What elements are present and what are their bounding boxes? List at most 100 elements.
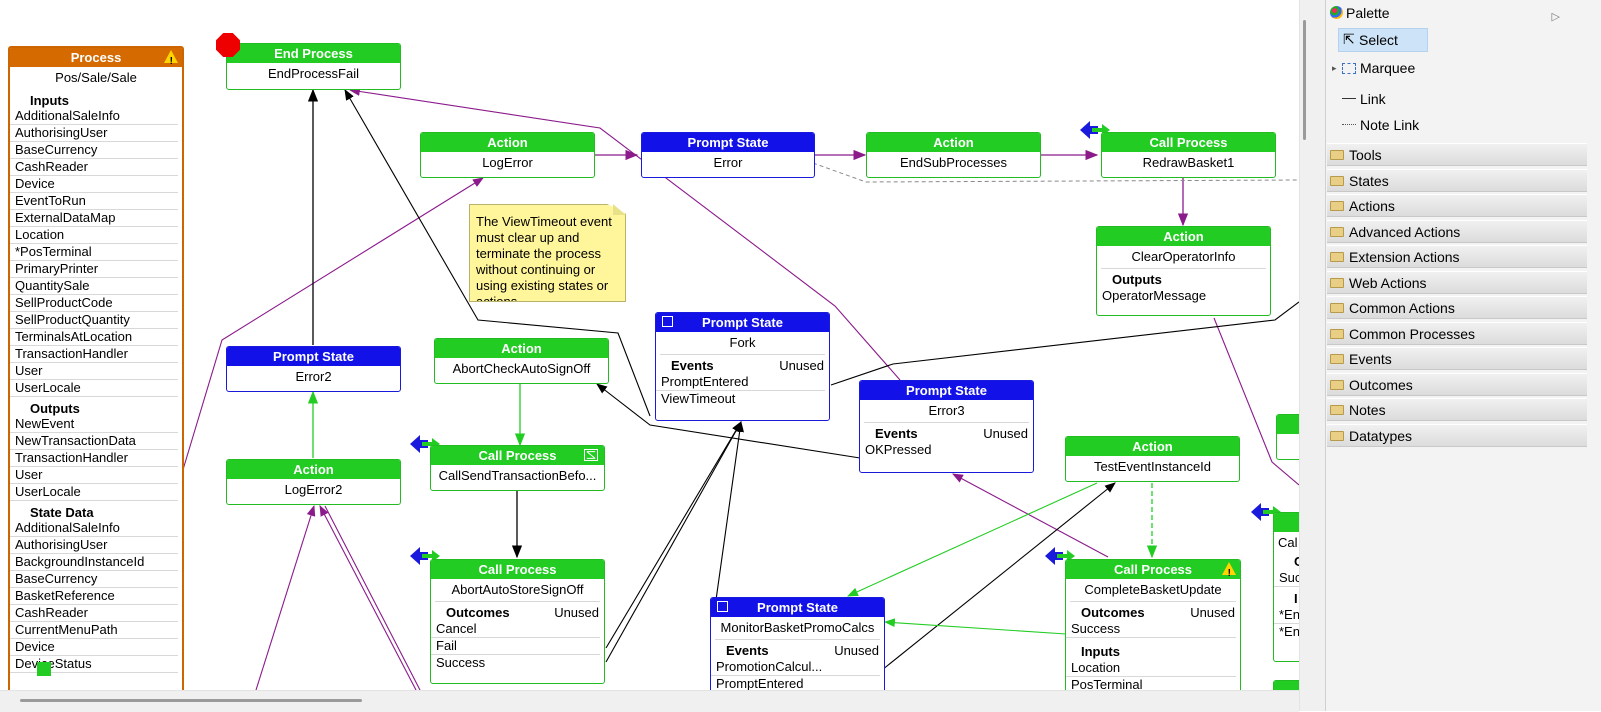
action-node-testeventinstanceid[interactable]: Action TestEventInstanceId (1065, 436, 1240, 482)
process-field-item[interactable]: EventToRun (10, 193, 178, 210)
call-process-node-completebasketupdate[interactable]: Call Process ! CompleteBasketUpdate Outc… (1065, 559, 1241, 690)
process-node[interactable]: Process ! Pos/Sale/Sale Inputs Additiona… (8, 46, 184, 690)
process-field-item[interactable]: CashReader (10, 159, 178, 176)
process-field-item[interactable]: Device (10, 639, 178, 656)
process-field-item[interactable]: UserLocale (10, 484, 178, 501)
palette-drawer[interactable]: Events (1327, 347, 1587, 370)
tool-marquee[interactable]: ▸ Marquee (1332, 57, 1472, 79)
process-field-item[interactable]: UserLocale (10, 380, 178, 397)
call-process-node-callsendtransaction[interactable]: Call Process CallSendTransactionBefo... (430, 445, 605, 491)
event-item[interactable]: PromotionCalcul... (711, 659, 880, 676)
partial-node-bottom[interactable] (1273, 680, 1299, 690)
vertical-scrollbar[interactable] (1299, 0, 1326, 711)
diagram-canvas[interactable]: Process ! Pos/Sale/Sale Inputs Additiona… (0, 0, 1299, 690)
outcome-item[interactable]: Cancel (431, 621, 600, 638)
process-field-item[interactable]: CashReader (10, 605, 178, 622)
palette-drawer[interactable]: Advanced Actions (1327, 219, 1587, 243)
action-node-clearoperatorinfo[interactable]: Action ClearOperatorInfo Outputs Operato… (1096, 226, 1271, 316)
palette-header[interactable]: Palette ▷ (1326, 0, 1601, 26)
process-field-item[interactable]: TerminalsAtLocation (10, 329, 178, 346)
tool-link[interactable]: Link (1340, 88, 1480, 110)
action-node-logerror[interactable]: Action LogError (420, 132, 595, 178)
palette-drawer[interactable]: Tools (1327, 143, 1587, 166)
partial-node-section: I (1294, 591, 1298, 606)
process-field-item[interactable]: AdditionalSaleInfo (10, 520, 178, 537)
process-field-item[interactable]: Location (10, 227, 178, 244)
palette-drawer[interactable]: Actions (1327, 194, 1587, 217)
call-process-node-redrawbasket1[interactable]: Call Process RedrawBasket1 (1101, 132, 1276, 178)
action-node-abortcheckautosignoff[interactable]: Action AbortCheckAutoSignOff (434, 338, 609, 384)
process-field-item[interactable]: AuthorisingUser (10, 125, 178, 142)
prompt-state-node-monitorbasket[interactable]: Prompt State MonitorBasketPromoCalcs Eve… (710, 597, 885, 690)
process-field-item[interactable]: CurrentMenuPath (10, 622, 178, 639)
action-header: Action (1066, 437, 1239, 456)
process-field-item[interactable]: User (10, 467, 178, 484)
output-item[interactable]: OperatorMessage (1102, 288, 1207, 303)
palette-drawer[interactable]: Extension Actions (1327, 245, 1587, 268)
outcome-item[interactable]: Success (436, 655, 486, 670)
palette-collapse-arrow-icon[interactable]: ▷ (1551, 11, 1560, 23)
process-field-item[interactable]: BaseCurrency (10, 142, 178, 159)
diagram-note[interactable]: The ViewTimeout event must clear up and … (469, 204, 626, 302)
process-field-item[interactable]: Device (10, 176, 178, 193)
process-field-item[interactable]: TransactionHandler (10, 346, 178, 363)
palette-drawer[interactable]: Common Processes (1327, 321, 1587, 345)
process-field-item[interactable]: BaseCurrency (10, 571, 178, 588)
event-item[interactable]: ViewTimeout (661, 391, 736, 406)
palette-drawer[interactable]: States (1327, 168, 1587, 192)
palette-drawer[interactable]: Common Actions (1327, 296, 1587, 319)
event-item[interactable]: PromptEntered (716, 676, 804, 690)
tool-note-link[interactable]: Note Link (1340, 114, 1480, 136)
prompt-state-header: Prompt State (642, 133, 814, 152)
outcome-item[interactable]: Fail (431, 638, 600, 655)
palette-drawer[interactable]: Datatypes (1327, 423, 1587, 447)
process-field-item[interactable]: BasketReference (10, 588, 178, 605)
process-field-item[interactable]: NewTransactionData (10, 433, 178, 450)
selection-handle[interactable] (37, 662, 51, 676)
outcome-item[interactable]: Success (1066, 621, 1236, 638)
process-field-item[interactable]: *PosTerminal (10, 244, 178, 261)
process-field-item[interactable]: SellProductQuantity (10, 312, 178, 329)
process-field-item[interactable]: PrimaryPrinter (10, 261, 178, 278)
partial-node-call-process[interactable]: Cal C Suc I *En *En (1273, 512, 1299, 662)
horizontal-scroll-thumb[interactable] (20, 699, 362, 702)
process-field-item[interactable]: QuantitySale (10, 278, 178, 295)
end-process-node[interactable]: End Process EndProcessFail (226, 43, 401, 90)
tool-select[interactable]: ⇱ Select (1338, 28, 1428, 52)
event-item[interactable]: PromptEntered (656, 374, 825, 391)
process-field-item[interactable]: TransactionHandler (10, 450, 178, 467)
process-field-item[interactable]: User (10, 363, 178, 380)
folder-icon (1330, 379, 1344, 390)
horizontal-scrollbar[interactable] (0, 690, 1299, 712)
prompt-state-node-error[interactable]: Prompt State Error (641, 132, 815, 178)
process-field-item[interactable]: NewEvent (10, 416, 178, 433)
process-field-item[interactable]: AuthorisingUser (10, 537, 178, 554)
action-node-logerror2[interactable]: Action LogError2 (226, 459, 401, 505)
folder-icon (1330, 328, 1344, 339)
palette-drawer[interactable]: Outcomes (1327, 372, 1587, 396)
vertical-scroll-thumb[interactable] (1303, 20, 1306, 140)
partial-node-top[interactable] (1276, 414, 1299, 460)
link-complete-monitor (883, 618, 1067, 635)
events-label: Events (726, 643, 769, 658)
process-field-item[interactable]: BackgroundInstanceId (10, 554, 178, 571)
process-field-item[interactable]: DeviceStatus (10, 656, 178, 673)
prompt-state-node-error2[interactable]: Prompt State Error2 (226, 346, 401, 392)
separator (1070, 601, 1236, 602)
palette-drawer[interactable]: Web Actions (1327, 270, 1587, 294)
call-process-node-abortautostoresignoff[interactable]: Call Process AbortAutoStoreSignOff Outco… (430, 559, 605, 684)
separator (715, 639, 880, 640)
process-field-item[interactable]: SellProductCode (10, 295, 178, 312)
action-node-endsubprocesses[interactable]: Action EndSubProcesses (866, 132, 1041, 178)
input-item[interactable]: Location (1066, 660, 1236, 677)
event-item[interactable]: OKPressed (865, 442, 932, 457)
warning-icon (1222, 562, 1236, 575)
palette-drawer[interactable]: Notes (1327, 398, 1587, 421)
prompt-state-header: Prompt State (656, 313, 829, 332)
process-field-item[interactable]: ExternalDataMap (10, 210, 178, 227)
folder-icon (1330, 277, 1344, 288)
input-item[interactable]: PosTerminal (1071, 677, 1143, 690)
process-field-item[interactable]: AdditionalSaleInfo (10, 108, 178, 125)
